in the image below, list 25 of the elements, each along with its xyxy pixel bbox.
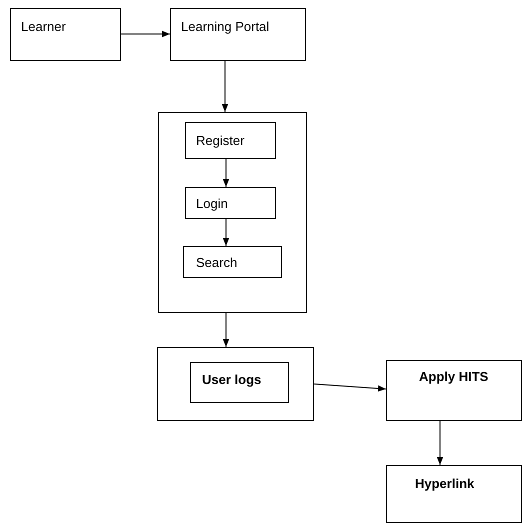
process-box: [185, 187, 276, 219]
container-box: [157, 347, 314, 421]
arrow: [222, 158, 230, 188]
arrow: [222, 218, 230, 246]
arrow: [222, 60, 228, 112]
process-box: [170, 8, 306, 61]
process-box: [386, 465, 522, 523]
container-box: [158, 112, 307, 313]
arrow: [436, 420, 444, 466]
arrow: [222, 312, 230, 348]
process-box: [183, 246, 282, 278]
node-label: Hyperlink: [415, 476, 474, 491]
process-box: [10, 8, 121, 61]
arrow: [314, 384, 386, 392]
node-label: Register: [196, 133, 244, 148]
process-box: [190, 362, 289, 403]
node-label: Learning Portal: [181, 19, 270, 34]
process-box: [185, 122, 276, 159]
arrow: [120, 30, 170, 38]
node-label: Search: [196, 255, 238, 270]
node-label: Login: [196, 196, 228, 211]
node-label: Learner: [21, 19, 66, 34]
process-box: [386, 360, 522, 421]
node-label: Apply HITS: [419, 369, 488, 384]
node-label: User logs: [202, 372, 262, 387]
